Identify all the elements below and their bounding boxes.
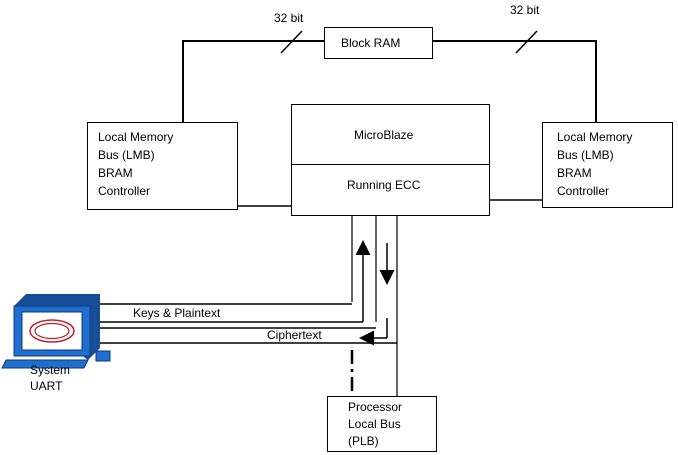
- lmb-bram-controller-left: Local Memory Bus (LMB) BRAM Controller: [87, 122, 238, 210]
- lmb-left-line-4: Controller: [98, 184, 151, 198]
- bram-bus-left: [182, 40, 324, 122]
- lmb-right-line-2: Bus (LMB): [557, 148, 614, 162]
- block-ram-label: Block RAM: [341, 36, 401, 50]
- microblaze-subtitle: Running ECC: [347, 178, 421, 192]
- bus-width-label-right: 32 bit: [510, 3, 540, 17]
- bus-width-slash-left: [280, 30, 303, 54]
- lmb-bram-controller-right: Local Memory Bus (LMB) BRAM Controller: [542, 122, 673, 208]
- plb-line-1: Processor: [348, 400, 403, 414]
- plb-line-2: Local Bus: [348, 417, 401, 431]
- bus-width-label-left: 32 bit: [274, 11, 304, 25]
- bus-width-slash-right: [515, 30, 538, 54]
- microblaze-title: MicroBlaze: [354, 128, 414, 142]
- microblaze-divider: [292, 164, 489, 165]
- block-ram-box: Block RAM: [324, 27, 433, 59]
- lmb-right-line-4: Controller: [557, 184, 610, 198]
- bram-bus-right: [433, 40, 597, 122]
- ciphertext-label: Ciphertext: [267, 328, 322, 342]
- lmb-left-line-2: Bus (LMB): [98, 148, 155, 162]
- lmb-right-line-1: Local Memory: [557, 130, 633, 144]
- system-uart-line-2: UART: [30, 379, 63, 393]
- lmb-right-line-3: BRAM: [557, 166, 592, 180]
- lmb-left-line-3: BRAM: [98, 166, 133, 180]
- plb-line-3: (PLB): [348, 434, 379, 448]
- microblaze-box: MicroBlaze Running ECC: [291, 104, 490, 216]
- keys-plaintext-label: Keys & Plaintext: [133, 306, 221, 320]
- computer-icon: [1, 294, 111, 369]
- system-uart-line-1: System: [30, 363, 71, 377]
- plb-box: Processor Local Bus (PLB): [327, 396, 437, 452]
- lmb-left-line-1: Local Memory: [98, 130, 174, 144]
